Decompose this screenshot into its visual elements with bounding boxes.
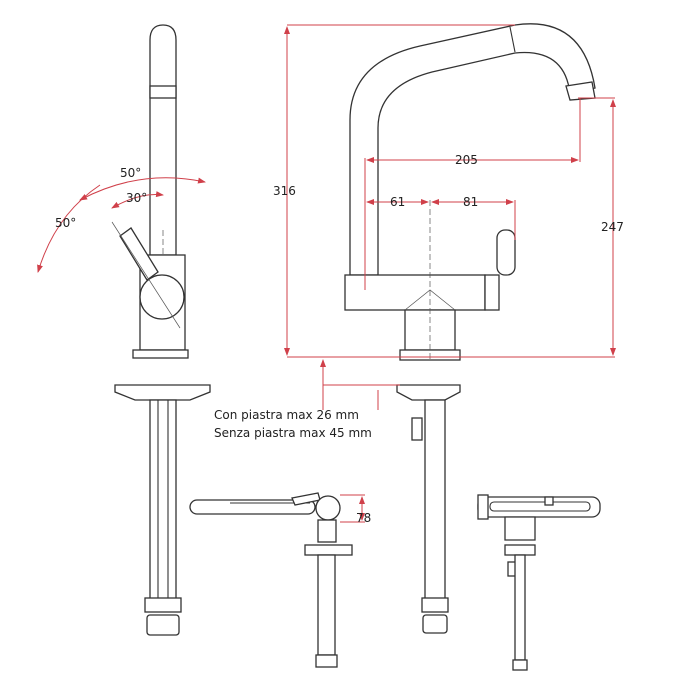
- note-with-plate: Con piastra max 26 mm: [214, 408, 359, 422]
- lever-tilt-angle: 50°: [55, 216, 76, 230]
- swing-outer-angle: 50°: [120, 166, 141, 180]
- dim-total-height: 316: [273, 184, 296, 198]
- dim-right-offset: 81: [463, 195, 478, 209]
- top-view-left: [189, 492, 365, 668]
- top-view-right: [477, 494, 601, 671]
- dim-lever-height: 78: [356, 511, 371, 525]
- swing-inner-angle: 30°: [126, 191, 147, 205]
- note-without-plate: Senza piastra max 45 mm: [214, 426, 372, 440]
- swing-angle-arcs: [37, 177, 206, 273]
- dimension-lines: [284, 24, 616, 410]
- dim-spout-height: 247: [601, 220, 624, 234]
- side-view: [111, 24, 211, 636]
- front-view: [344, 23, 596, 634]
- dim-left-offset: 61: [390, 195, 405, 209]
- dim-spout-reach: 205: [455, 153, 478, 167]
